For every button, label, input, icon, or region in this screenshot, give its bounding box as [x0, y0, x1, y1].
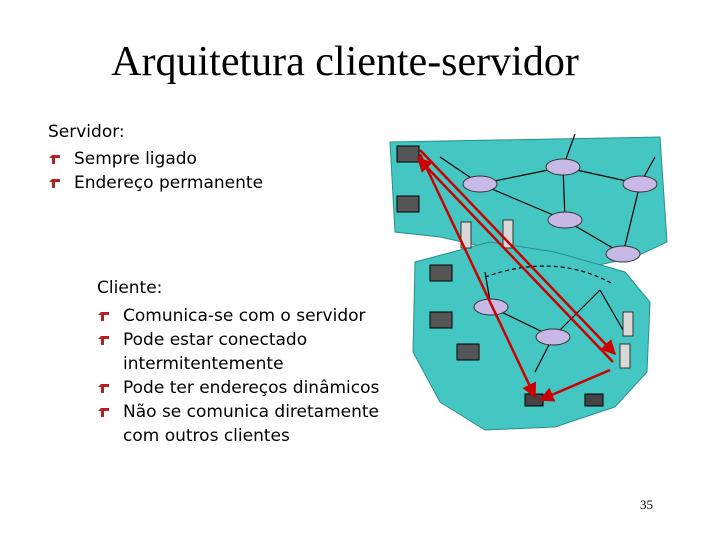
router-icon: [462, 158, 658, 346]
bullet-icon: [49, 155, 60, 164]
slide-title: Arquitetura cliente-servidor: [111, 39, 579, 85]
bullet-icon: [98, 312, 109, 321]
client-item: Comunica-se com o servidor: [97, 304, 407, 328]
page-number: 35: [640, 497, 653, 512]
access-network-cloud: [412, 241, 651, 431]
bullet-icon: [98, 408, 109, 417]
client-list: Comunica-se com o servidor Pode estar co…: [97, 304, 407, 448]
client-item: Pode ter endereços dinâmicos: [97, 376, 407, 400]
server-heading: Servidor:: [48, 122, 125, 142]
client-item: Não se comunica diretamente com outros c…: [97, 400, 413, 448]
client-computer-icon: [429, 264, 634, 369]
client-server-arrows: [416, 149, 617, 402]
server-list: Sempre ligado Endereço permanente: [48, 147, 348, 195]
bullet-icon: [49, 179, 60, 188]
client-heading: Cliente:: [97, 278, 163, 298]
server-item: Endereço permanente: [48, 171, 348, 195]
bullet-icon: [98, 336, 109, 345]
client-item: Pode estar conectado intermitentemente: [97, 328, 363, 376]
bullet-icon: [98, 384, 109, 393]
network-diagram: [389, 133, 668, 431]
server-item: Sempre ligado: [48, 147, 348, 171]
server-computer-icon: [396, 145, 514, 249]
